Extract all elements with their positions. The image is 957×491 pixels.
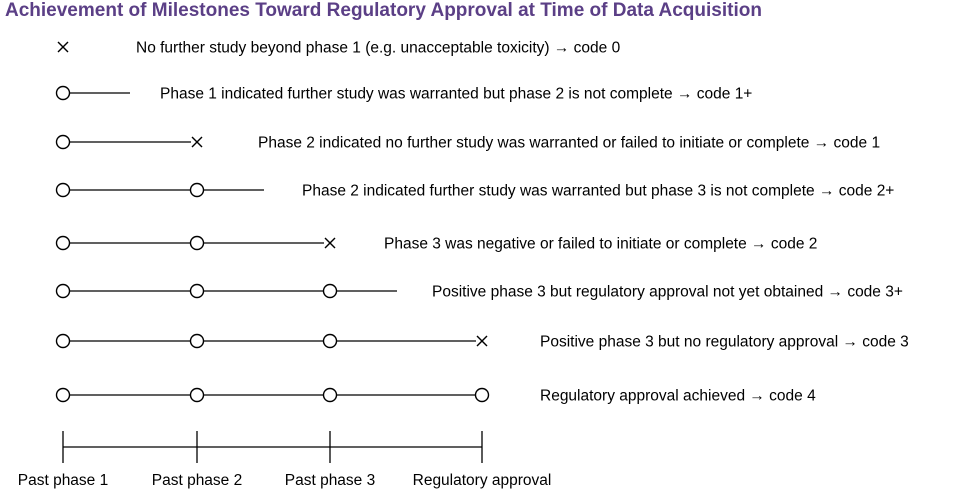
milestone-circle-icon [55,85,71,101]
milestone-row: Phase 3 was negative or failed to initia… [55,235,817,253]
milestone-circle-icon [55,235,71,251]
milestone-circle-icon [189,182,205,198]
rows-layer: No further study beyond phase 1 (e.g. un… [55,40,909,405]
milestone-circle-icon [322,387,338,403]
row-label: Regulatory approval achieved → code 4 [540,388,816,405]
milestone-circle-icon [474,387,490,403]
milestone-row: Phase 2 indicated no further study was w… [55,134,880,152]
row-label: Positive phase 3 but regulatory approval… [432,284,903,301]
row-label: Positive phase 3 but no regulatory appro… [540,334,909,351]
row-label: Phase 3 was negative or failed to initia… [384,236,817,253]
milestone-circle-icon [189,387,205,403]
milestone-circle-icon [55,182,71,198]
milestone-row: Phase 2 indicated further study was warr… [55,182,894,200]
axis-milestone-label: Past phase 2 [152,472,242,489]
row-label: Phase 1 indicated further study was warr… [160,86,752,103]
milestone-circle-icon [322,283,338,299]
failure-x-icon [476,335,488,347]
milestone-circle-icon [189,333,205,349]
milestone-row: Positive phase 3 but no regulatory appro… [55,333,909,351]
milestone-circle-icon [55,283,71,299]
milestone-circle-icon [322,333,338,349]
milestone-row: No further study beyond phase 1 (e.g. un… [57,40,621,57]
milestone-row: Regulatory approval achieved → code 4 [55,387,816,405]
milestone-axis: Past phase 1 Past phase 2 Past phase 3 Regu… [18,431,552,489]
axis-milestone-label: Past phase 1 [18,472,108,489]
failure-x-icon [324,237,336,249]
milestone-circle-icon [55,134,71,150]
row-label: Phase 2 indicated further study was warr… [302,183,894,200]
failure-x-icon [191,136,203,148]
milestone-circle-icon [55,387,71,403]
milestone-circle-icon [189,283,205,299]
row-label: Phase 2 indicated no further study was w… [258,135,880,152]
failure-x-icon [57,41,69,53]
milestone-row: Phase 1 indicated further study was warr… [55,85,752,103]
axis-milestone-label: Past phase 3 [285,472,375,489]
diagram-title: Achievement of Milestones Toward Regulat… [5,0,762,21]
milestone-circle-icon [55,333,71,349]
row-label: No further study beyond phase 1 (e.g. un… [136,40,621,57]
axis-milestone-label: Regulatory approval [413,472,552,489]
milestone-circle-icon [189,235,205,251]
milestone-row: Positive phase 3 but regulatory approval… [55,283,903,301]
